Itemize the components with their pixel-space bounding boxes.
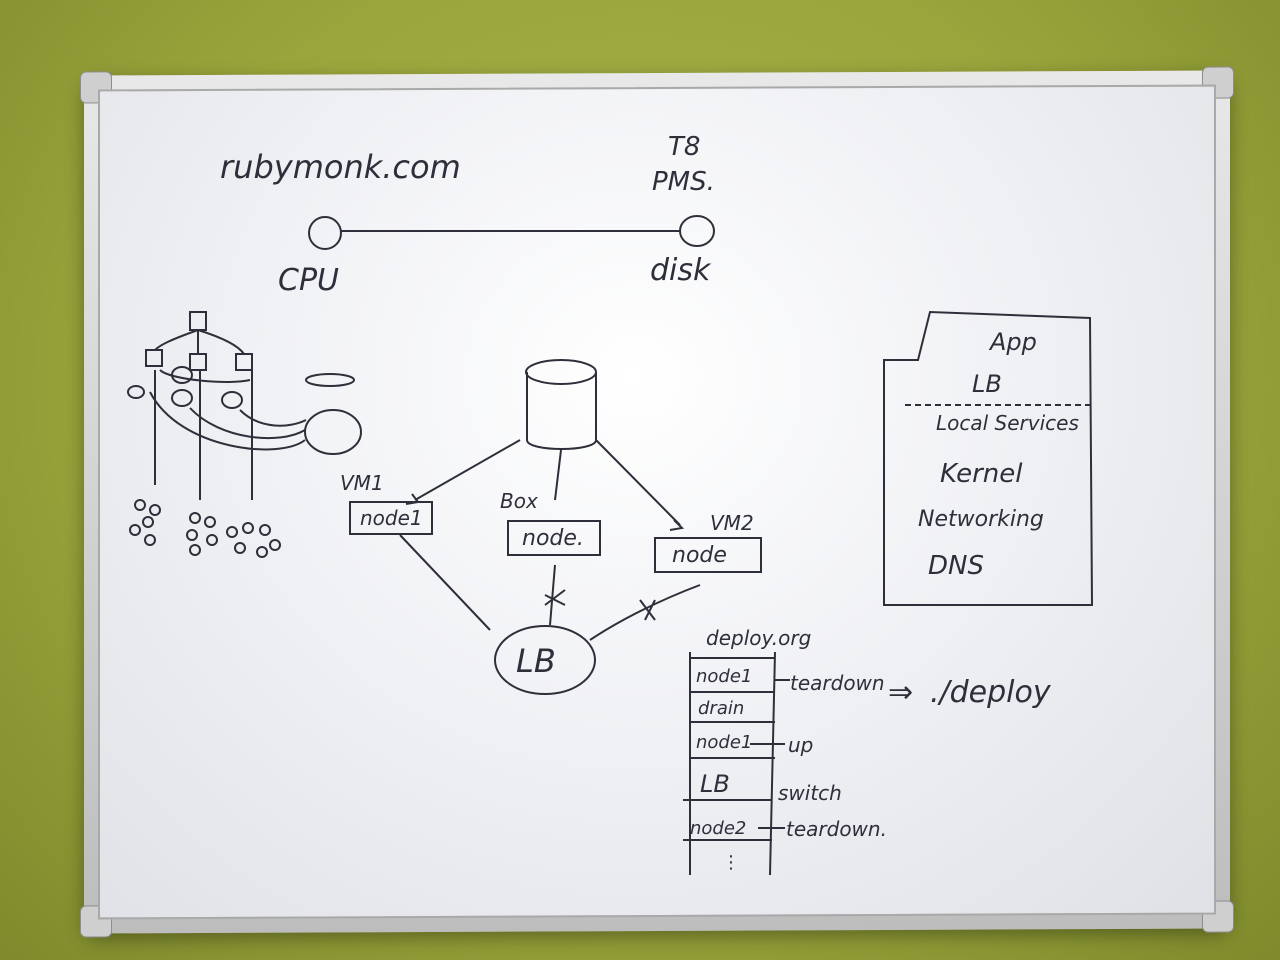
deploy-step-1-box: node1 xyxy=(696,666,752,687)
deploy-step-3-box: node1 xyxy=(696,732,752,753)
sketch-circle xyxy=(171,366,193,384)
top-right-line2: PMS. xyxy=(652,167,715,197)
arrow-head xyxy=(669,519,685,531)
stack-layer-lb: LB xyxy=(972,370,1002,398)
sketch-arcs xyxy=(149,369,307,451)
sketch-box xyxy=(189,311,207,331)
left-sketch xyxy=(127,311,362,558)
db-vm1-arrow xyxy=(414,439,521,501)
vm2-node-label: node xyxy=(672,543,727,568)
deploy-ellipsis: ⋮ xyxy=(722,852,740,873)
cpu-node xyxy=(308,216,342,250)
sketch-dots xyxy=(129,499,281,558)
deploy-procedure: deploy.org node1 teardown drain node1 up… xyxy=(683,626,1052,876)
deploy-step-2-box: drain xyxy=(698,698,744,719)
box-node-label: node. xyxy=(522,526,584,551)
sketch-circle xyxy=(127,385,145,399)
sketch-verticals xyxy=(154,370,253,500)
deploy-title: deploy.org xyxy=(706,626,811,650)
deploy-step-4-note: switch xyxy=(778,781,842,805)
sketch-links xyxy=(154,329,245,355)
database-top xyxy=(525,359,597,385)
deploy-step-5-box: node2 xyxy=(690,818,746,839)
stack-diagram: App LB Local Services Kernel Networking … xyxy=(883,310,1095,606)
sketch-box xyxy=(189,353,207,371)
deploy-step-5-note: teardown. xyxy=(786,817,887,841)
lb-ellipse xyxy=(494,625,596,695)
stack-layer-local-services: Local Services xyxy=(936,411,1079,435)
cpu-label: CPU xyxy=(278,263,339,298)
title-text: rubymonk.com xyxy=(220,148,461,186)
sketch-circle xyxy=(221,391,243,409)
top-right-line1: T8 xyxy=(668,132,700,162)
vm1-node-box xyxy=(349,501,433,535)
vm1-label: VM1 xyxy=(340,471,384,495)
stack-layer-networking: Networking xyxy=(918,507,1044,532)
deploy-step-1-note: teardown xyxy=(790,671,885,695)
sketch-box xyxy=(145,349,163,367)
sketch-oval xyxy=(305,373,355,387)
deploy-result: ./deploy xyxy=(930,675,1052,710)
deploy-step-4-box: LB xyxy=(700,770,730,798)
stack-layer-app: App xyxy=(988,328,1037,356)
db-box-arrow xyxy=(554,449,562,501)
sketch-box xyxy=(235,353,253,371)
box-label: Box xyxy=(500,489,538,513)
topology-diagram: VM1 node1 Box node. VM2 node LB xyxy=(340,359,762,695)
sketch-big-circle xyxy=(304,409,362,455)
lb-label: LB xyxy=(516,642,556,680)
stack-layer-dns: DNS xyxy=(928,551,984,581)
deploy-arrow: ⇒ xyxy=(888,675,913,710)
database-body xyxy=(526,372,597,450)
lb-vm1-arrow xyxy=(399,534,491,631)
sketch-circle xyxy=(171,389,193,407)
disk-node xyxy=(679,215,715,247)
vm1-node-label: node1 xyxy=(360,506,423,530)
vm2-node-box xyxy=(654,537,762,573)
lb-vm2-crossed xyxy=(589,584,701,641)
stack-outline xyxy=(883,310,1094,606)
stack-layer-kernel: Kernel xyxy=(940,459,1023,489)
box-node-box xyxy=(507,520,601,556)
disk-label: disk xyxy=(650,253,712,288)
lb-box-crossed xyxy=(544,564,566,626)
deploy-list-rails xyxy=(689,651,776,876)
db-vm2-arrow xyxy=(595,439,681,526)
vm2-label: VM2 xyxy=(710,511,754,535)
deploy-step-3-note: up xyxy=(788,733,813,757)
